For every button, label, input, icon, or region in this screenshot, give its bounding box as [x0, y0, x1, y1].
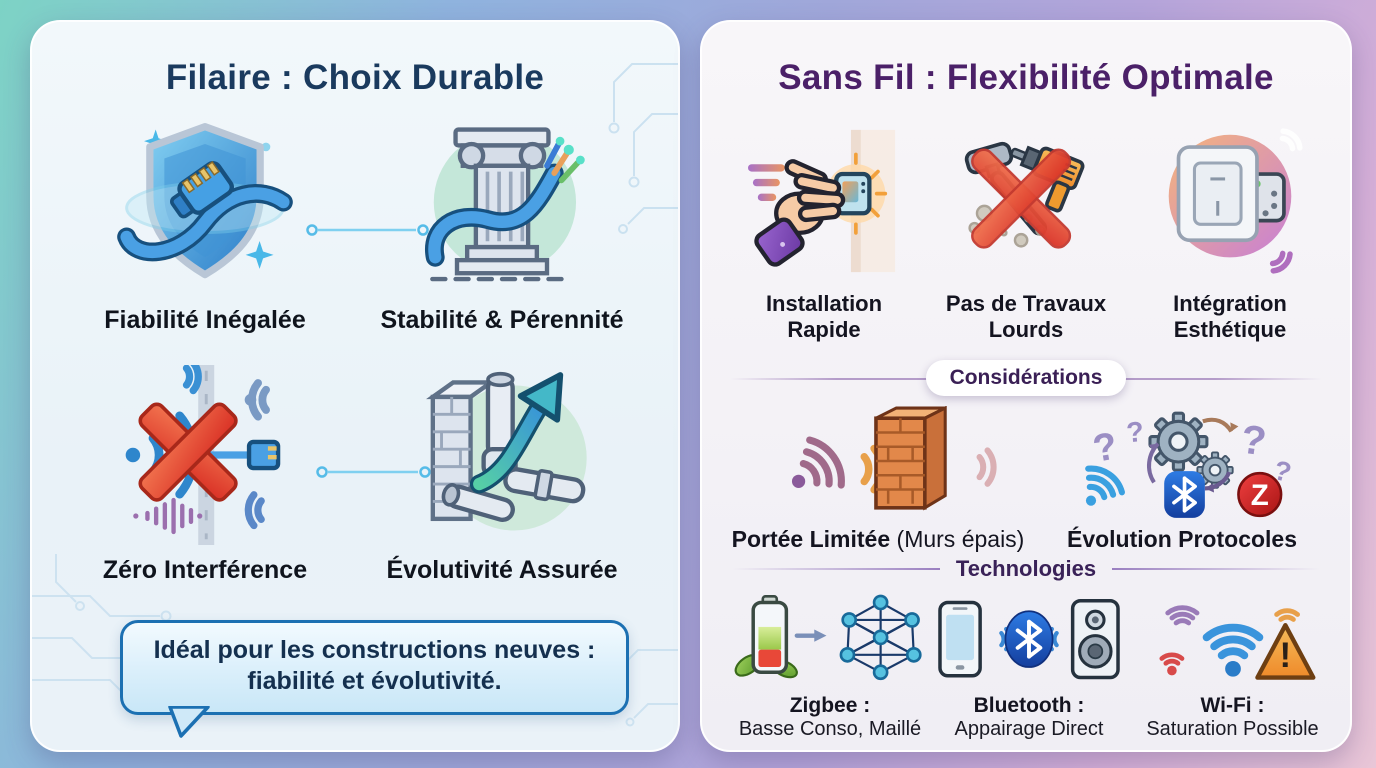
circuit-trace-icon	[608, 63, 678, 234]
tech-name: Bluetooth :	[973, 694, 1085, 717]
benefit-label: Installation Rapide	[765, 291, 883, 342]
considerations-badge: Considérations	[925, 360, 1127, 396]
zigbee-mesh-icon	[734, 594, 922, 681]
svg-text:?: ?	[1125, 416, 1145, 449]
wired-callout-bubble: Idéal pour les constructions neuves : fi…	[120, 620, 629, 738]
tech-name: Zigbee :	[789, 694, 871, 717]
tech-description: Basse Conso, Maillé	[738, 718, 922, 740]
tech-bluetooth: Bluetooth : Appairage Direct	[929, 590, 1129, 741]
benefit-label: Pas de Travaux Lourds	[945, 291, 1107, 342]
consideration-label: Évolution Protocoles	[1066, 526, 1298, 552]
technologies-heading: Technologies	[955, 556, 1097, 581]
protocol-evolution-icon: ? ? ? ?	[1060, 411, 1294, 518]
zwave-letter-glyph: Z	[1250, 479, 1268, 512]
svg-text:?: ?	[1238, 415, 1269, 464]
connector-line	[306, 224, 429, 236]
tech-wifi: ! Wi-Fi : Saturation Possible	[1130, 590, 1335, 741]
technologies-divider: Technologies	[702, 554, 1350, 584]
feature-label: Zéro Interférence	[102, 556, 308, 584]
tech-description: Saturation Possible	[1146, 718, 1319, 740]
consideration-protocol-evolution: ? ? ? ?	[1032, 404, 1332, 553]
speech-tail-icon	[168, 705, 210, 738]
wifi-wall-icon	[752, 406, 1004, 511]
connector-line	[316, 466, 431, 478]
wired-panel: Filaire : Choix Durable	[30, 20, 680, 752]
question-mark-glyph: ?	[1089, 424, 1120, 470]
tech-name: Wi-Fi :	[1200, 694, 1265, 717]
wall-conduit-icon	[425, 371, 587, 531]
feature-reliability: Fiabilité Inégalée	[75, 110, 335, 335]
feature-scalability: Évolutivité Assurée	[372, 360, 632, 585]
consideration-limited-range: Portée Limitée (Murs épais)	[718, 404, 1038, 553]
feature-label: Stabilité & Pérennité	[380, 306, 624, 334]
callout-text-line: fiabilité et évolutivité.	[247, 667, 502, 696]
feature-label: Évolutivité Assurée	[386, 556, 618, 584]
callout-text-line: Idéal pour les constructions neuves :	[153, 636, 596, 664]
wireless-panel: Sans Fil : Flexibilité Optimale	[700, 20, 1352, 752]
no-interference-icon	[125, 365, 280, 545]
warning-exclamation-glyph: !	[1279, 636, 1291, 675]
wifi-saturation-icon: !	[1137, 592, 1315, 680]
no-heavy-work-icon	[964, 141, 1085, 249]
hand-install-icon	[748, 129, 896, 272]
switch-integration-icon	[1168, 125, 1306, 277]
feature-stability: Stabilité & Pérennité	[372, 110, 632, 335]
considerations-divider: Considérations	[702, 358, 1350, 398]
benefit-aesthetic-integration: Intégration Esthétique	[1130, 118, 1330, 343]
bluetooth-pairing-icon	[938, 598, 1120, 680]
benefit-label: Intégration Esthétique	[1173, 291, 1287, 342]
feature-no-interference: Zéro Interférence	[75, 360, 335, 585]
divider-line	[731, 568, 940, 570]
benefit-no-heavy-work: Pas de Travaux Lourds	[924, 118, 1128, 343]
wired-panel-title: Filaire : Choix Durable	[165, 58, 545, 97]
feature-label: Fiabilité Inégalée	[104, 306, 306, 334]
tech-description: Appairage Direct	[954, 718, 1104, 740]
tech-zigbee: Zigbee : Basse Conso, Maillé	[730, 590, 930, 741]
wireless-panel-title: Sans Fil : Flexibilité Optimale	[778, 58, 1274, 97]
benefit-quick-install: Installation Rapide	[724, 118, 924, 343]
divider-line	[1112, 568, 1321, 570]
consideration-label: Portée Limitée (Murs épais)	[731, 526, 1025, 552]
shield-cable-icon	[117, 122, 293, 279]
column-cable-icon	[425, 127, 585, 282]
